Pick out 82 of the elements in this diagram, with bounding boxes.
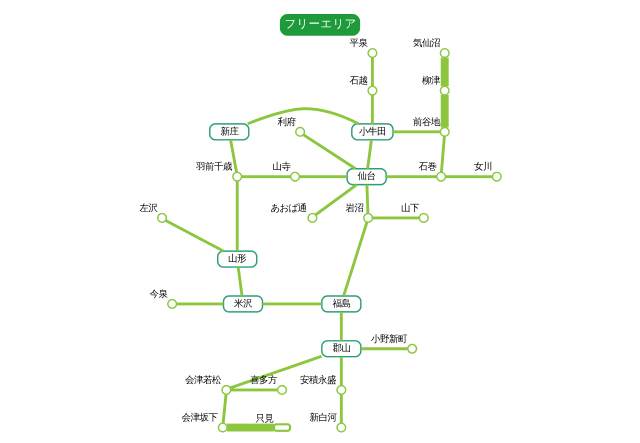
node-circle [156,212,168,223]
connector [222,394,228,424]
node-circle [492,172,502,182]
node-circle [276,384,288,396]
connector [229,140,238,173]
connector [386,175,437,178]
connector [340,312,343,341]
connector [230,354,322,390]
node-circle [232,172,242,182]
connector [393,130,440,134]
connector [262,302,322,306]
node-circle [440,48,450,58]
node-label: あおば通 [270,202,307,214]
connector [370,95,374,124]
connector [440,95,449,128]
connector [340,356,343,386]
node-circle [295,126,306,137]
node-label: 只見 [256,414,274,425]
node-circle [336,422,346,433]
connector [370,58,374,86]
node-box: 郡山 [321,340,362,358]
node-label: 会津坂下 [182,412,218,424]
node-label: 柳津 [422,76,440,87]
connector [342,222,368,296]
node-label: 前谷地 [412,116,440,128]
connector [230,388,278,392]
connector [227,424,274,432]
node-circle [336,384,346,396]
connector [236,181,239,251]
node-box: 米沢 [222,295,264,313]
node-label: 羽前千歳 [196,162,232,173]
node-label: 新白河 [309,412,336,424]
node-circle [436,172,446,182]
connector [340,394,343,424]
node-label: 岩沼 [345,202,364,214]
node-circle [440,126,450,137]
node-box: 新庄 [209,123,250,141]
node-circle [307,212,318,223]
node-circle [367,86,378,96]
node-label: 左沢 [139,202,158,214]
node-label: 利府 [277,116,296,128]
node-circle [221,384,232,396]
node-label: 石巻 [418,162,436,173]
connector [366,140,373,169]
connector [302,134,356,170]
connector [440,136,446,172]
connector [242,175,291,178]
connector [236,266,244,296]
connector [314,184,358,216]
node-label: 気仙沼 [412,38,440,50]
node-label: 山寺 [272,162,290,173]
diagram-title: フリーエリア [284,16,357,31]
node-circle [367,48,378,58]
node-label: 山下 [401,202,420,214]
connector [440,58,449,86]
node-box: 小牛田 [351,123,394,141]
node-circle [290,172,300,182]
connector [372,216,420,220]
node-circle [218,422,228,433]
connector [365,184,370,214]
connector [445,175,492,178]
node-box: 仙台 [346,168,387,186]
node-circle [167,298,178,309]
node-box: 福島 [321,295,362,313]
node-label: 小野新町 [371,334,408,345]
node-circle [363,212,374,223]
node-label: 平泉 [350,38,368,50]
node-bar [273,423,292,432]
node-label: 会津若松 [185,375,222,386]
node-label: 安積永盛 [300,375,336,386]
connector [176,302,224,306]
node-label: 石越 [350,76,368,87]
node-label: 今泉 [149,288,168,300]
node-circle [418,212,429,223]
connector [247,107,360,126]
connector [300,175,347,178]
node-circle [407,344,418,354]
node-box: 山形 [216,250,258,268]
connector [164,219,224,252]
node-label: 女川 [474,162,492,173]
connector [360,347,408,350]
node-circle [440,86,450,96]
